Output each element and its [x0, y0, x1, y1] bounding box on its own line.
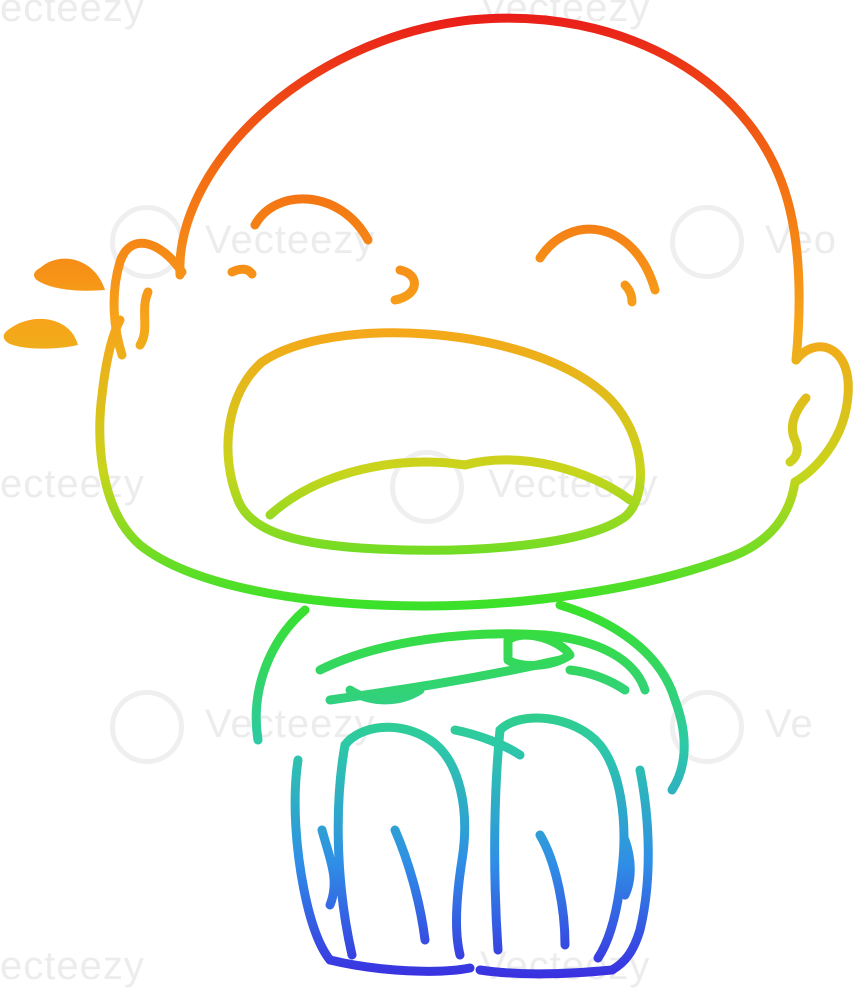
knees-and-legs: [290, 713, 653, 979]
right-ear-detail: [785, 393, 811, 467]
tear-drop-upper: [34, 258, 105, 291]
left-ear: [109, 238, 187, 360]
closed-eyes: [227, 194, 660, 307]
wailing-mouth: [223, 328, 645, 555]
torso: [251, 600, 689, 795]
head-outline: [95, 13, 853, 611]
nose: [390, 265, 419, 305]
tear-drop-lower: [3, 318, 79, 349]
